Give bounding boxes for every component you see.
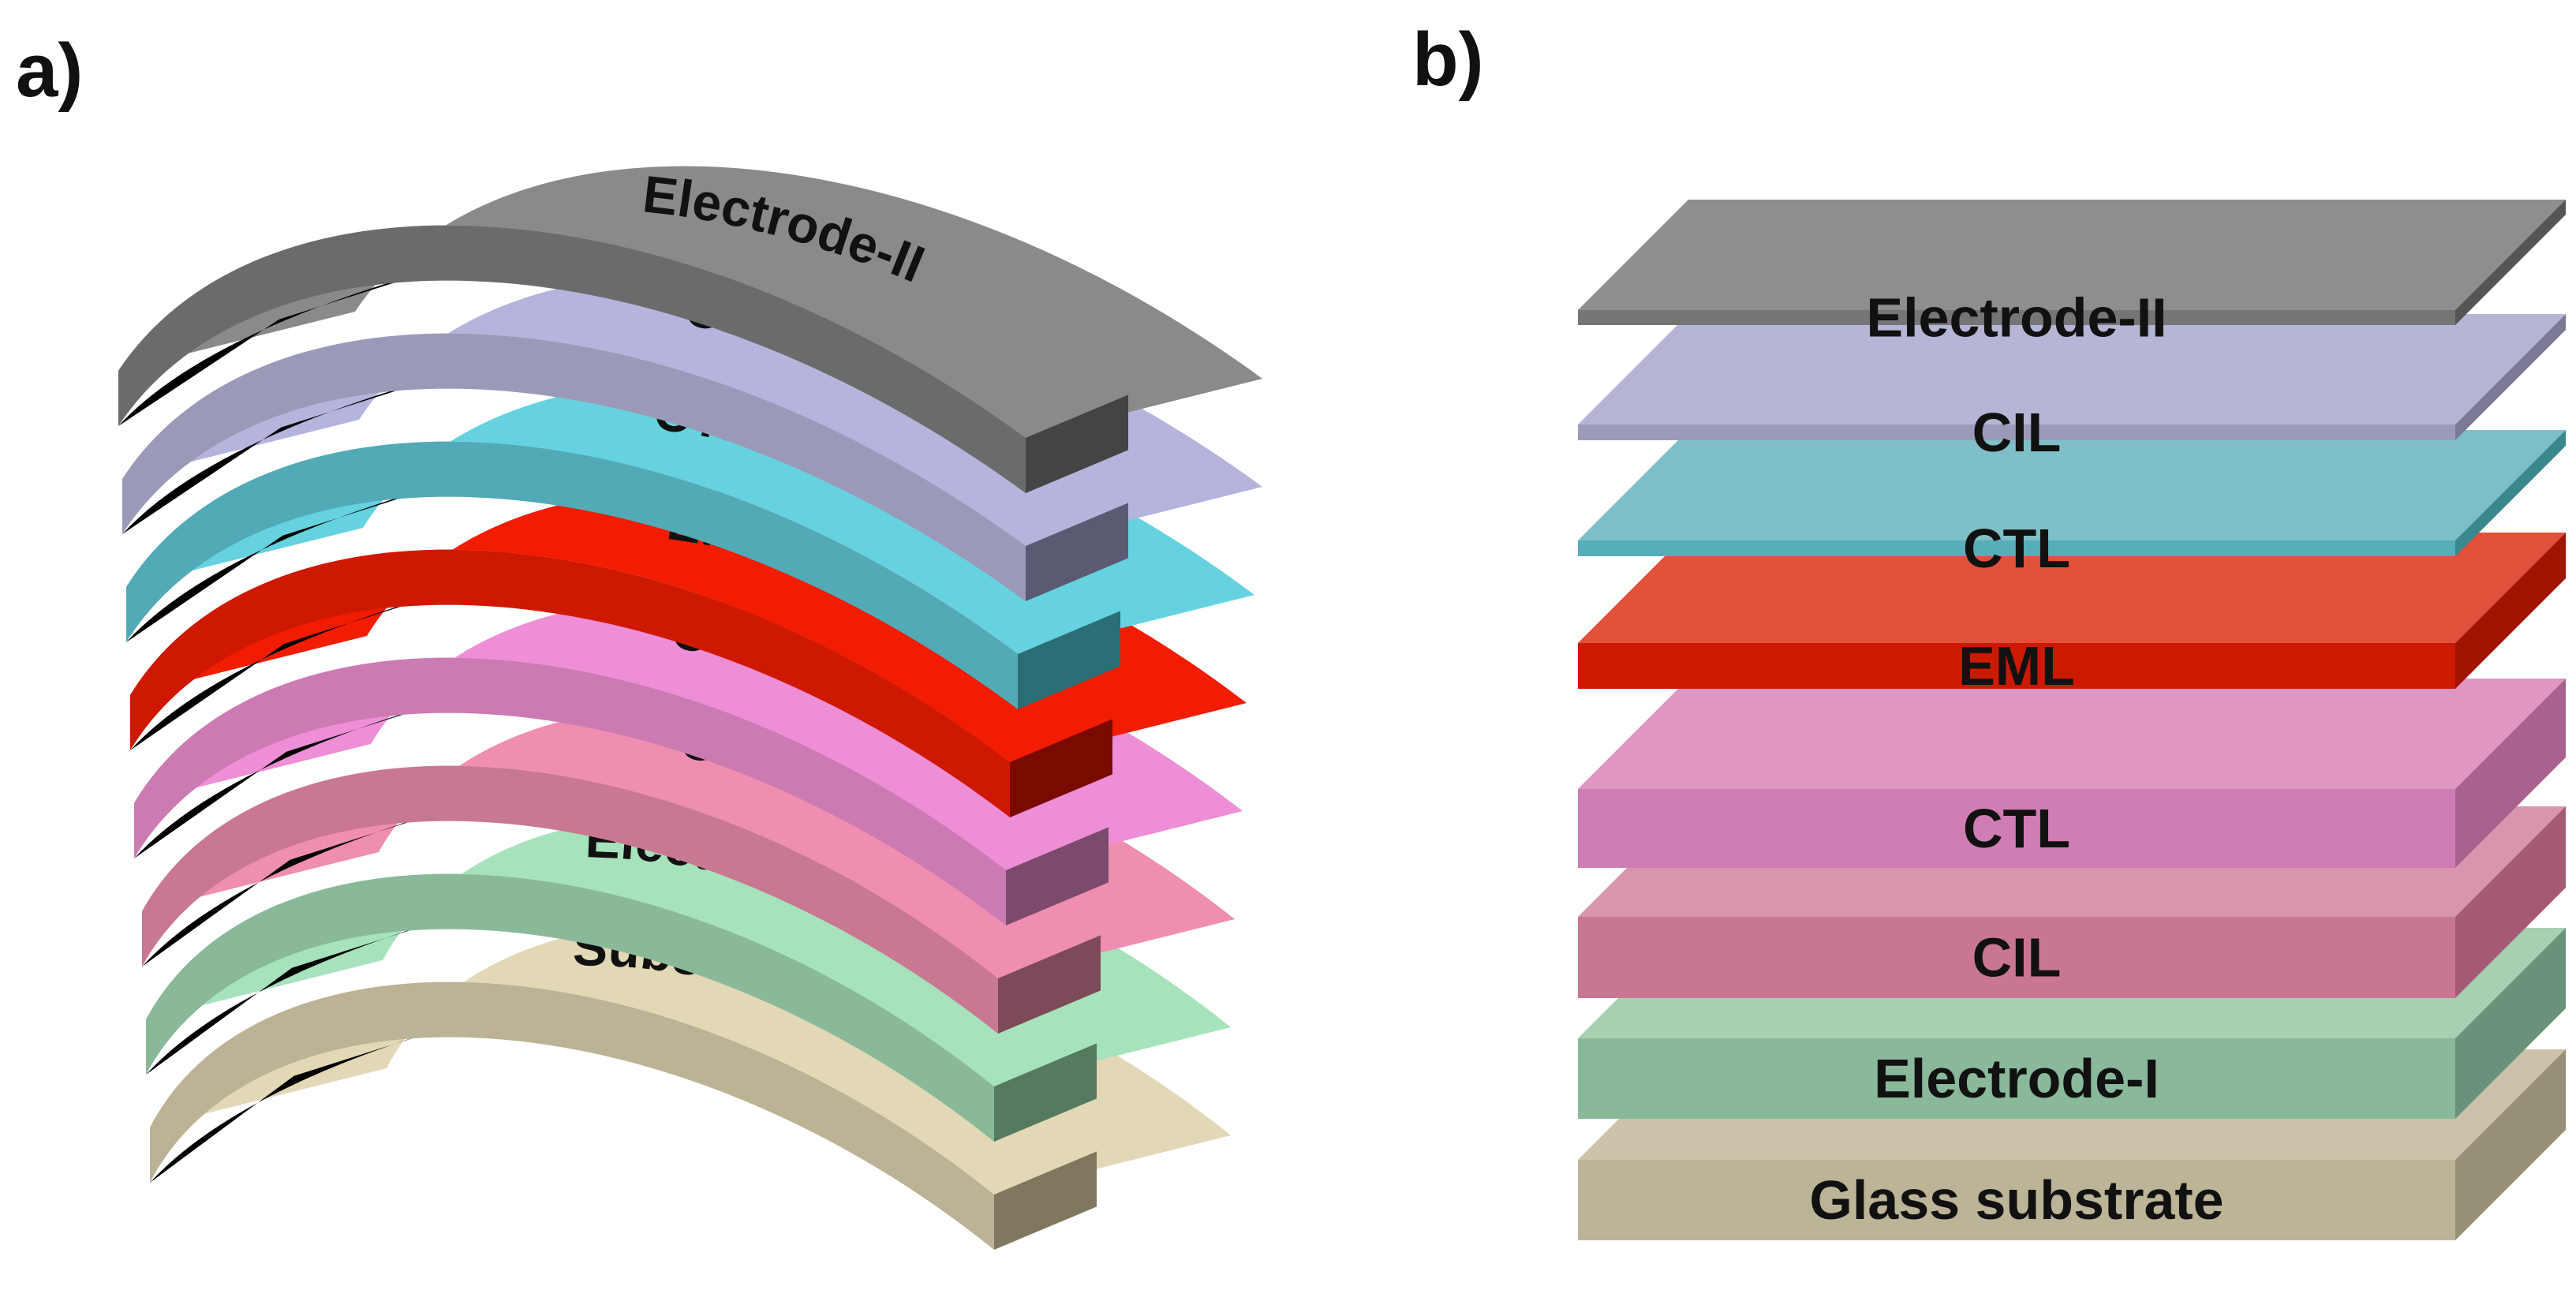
layer-front-face bbox=[1578, 424, 2455, 440]
layer-label: CIL bbox=[1972, 402, 2062, 463]
layer-side-face bbox=[2455, 806, 2566, 998]
bent-layer-end-face bbox=[1026, 394, 1128, 493]
flexible-device-stack: SubstrateElectrode-ICILCTLEMLCTLCILElect… bbox=[118, 164, 1262, 1250]
bent-layer-end-face bbox=[994, 1151, 1097, 1250]
layer-top-face bbox=[1578, 679, 2566, 789]
layer-side-face bbox=[2455, 928, 2566, 1119]
layer-front-face bbox=[1578, 310, 2455, 325]
layer-front-face bbox=[1578, 917, 2455, 998]
bent-layer-end-face bbox=[998, 935, 1101, 1034]
layer-top-face bbox=[1578, 430, 2566, 540]
layer-label: Electrode-I bbox=[1874, 1048, 2159, 1109]
layer-label: EML bbox=[1958, 635, 2075, 697]
layer-electrode-ii-0: Electrode-II bbox=[1578, 200, 2566, 349]
bent-layer-front-edge bbox=[122, 333, 1026, 601]
layer-label: CTL bbox=[1963, 518, 2070, 579]
layer-side-face bbox=[2455, 314, 2566, 440]
bent-layer-front-edge bbox=[126, 441, 1018, 709]
layer-label: Electrode-II bbox=[1866, 287, 2167, 349]
panel-a-label: a) bbox=[16, 28, 83, 113]
bent-layer-front-edge bbox=[118, 225, 1026, 493]
layer-label: CTL bbox=[1963, 798, 2070, 859]
bent-layer-end-face bbox=[1010, 719, 1112, 817]
layer-front-face bbox=[1578, 1038, 2455, 1119]
layer-label: CIL bbox=[1972, 927, 2062, 989]
layer-label: Glass substrate bbox=[1809, 1169, 2223, 1231]
bent-layer-front-edge bbox=[150, 982, 994, 1250]
layer-side-face bbox=[2455, 533, 2566, 689]
bent-layer-front-edge bbox=[142, 765, 998, 1034]
panel-b-label: b) bbox=[1412, 17, 1484, 102]
layer-cil-1: CIL bbox=[1578, 314, 2566, 463]
layer-side-face bbox=[2455, 1049, 2566, 1240]
layer-top-face bbox=[1578, 200, 2566, 310]
layer-front-face bbox=[1578, 643, 2455, 689]
layer-ctl-4: CTL bbox=[1578, 679, 2566, 868]
layer-front-face bbox=[1578, 789, 2455, 868]
bent-layer-end-face bbox=[1026, 503, 1128, 601]
layer-front-face bbox=[1578, 1160, 2455, 1240]
layer-side-face bbox=[2455, 679, 2566, 868]
layer-front-face bbox=[1578, 540, 2455, 556]
bent-layer-end-face bbox=[994, 1043, 1097, 1142]
bent-layer-end-face bbox=[1006, 827, 1109, 925]
bent-layer-front-edge bbox=[130, 549, 1010, 817]
layer-top-face bbox=[1578, 533, 2566, 643]
bent-layer-front-edge bbox=[134, 657, 1006, 925]
layer-side-face bbox=[2455, 430, 2566, 556]
layer-eml-3: EML bbox=[1578, 533, 2566, 697]
bent-layer-front-edge bbox=[146, 873, 994, 1142]
layer-side-face bbox=[2455, 200, 2566, 325]
rigid-device-stack: Glass substrate Electrode-I CIL CTL EML CTL CI… bbox=[1578, 200, 2566, 1240]
bent-layer-end-face bbox=[1018, 611, 1120, 709]
layer-top-face bbox=[1578, 314, 2566, 424]
layer-ctl-2: CTL bbox=[1578, 430, 2566, 579]
